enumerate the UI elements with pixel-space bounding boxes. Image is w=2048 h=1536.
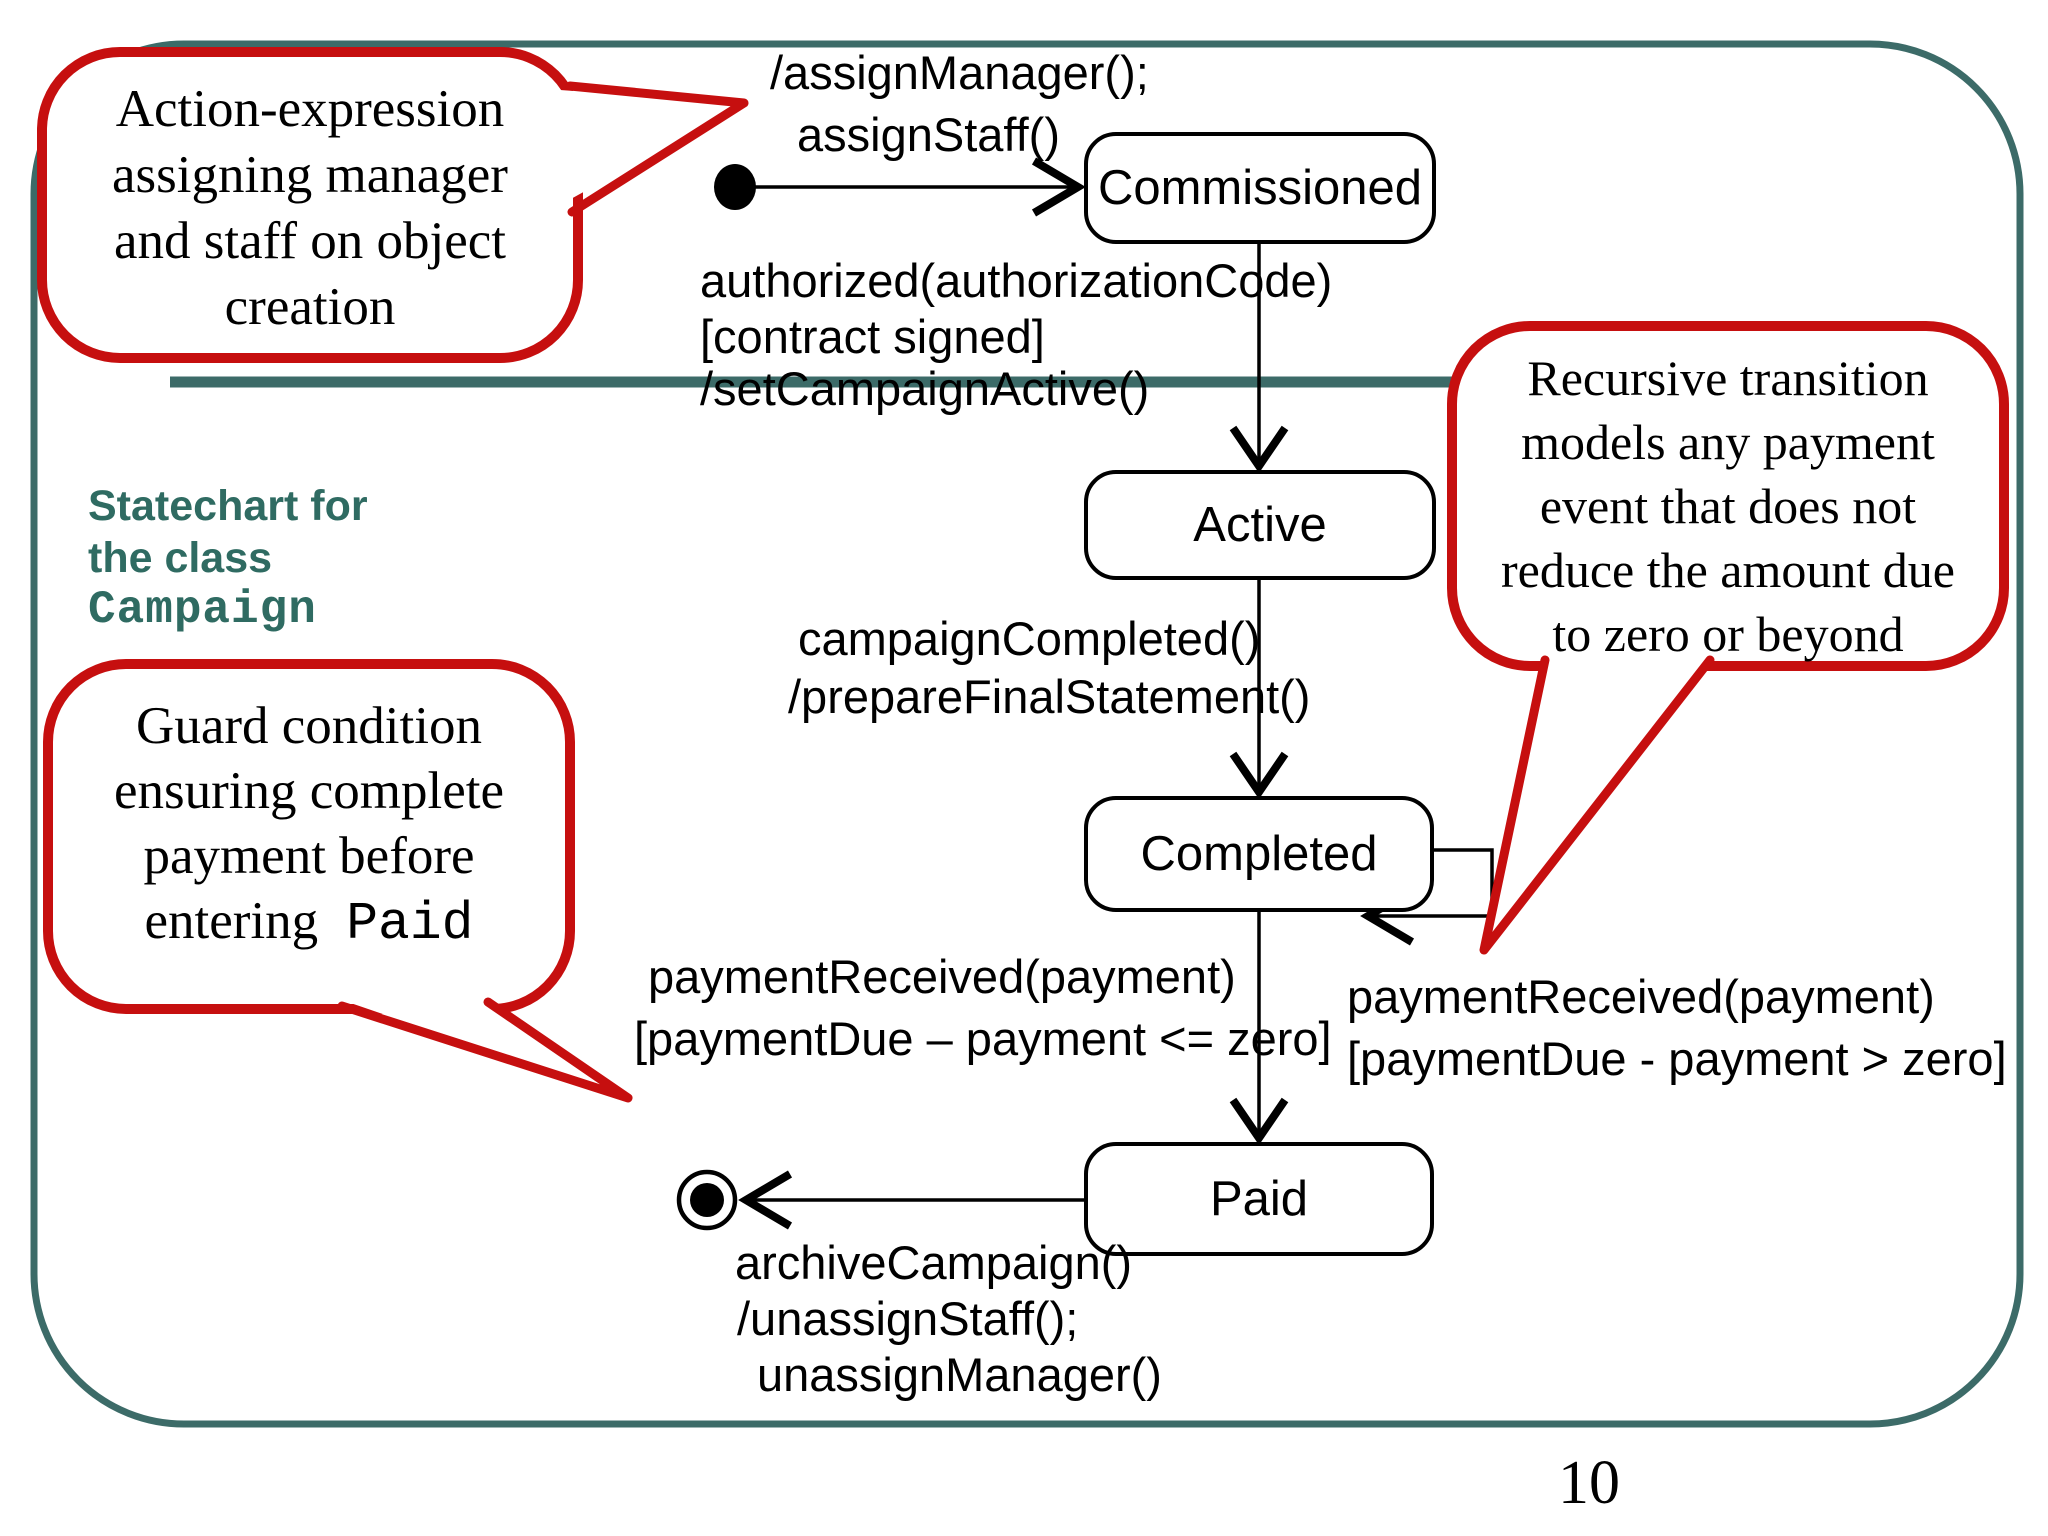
commissioned-to-active-label-line3: /setCampaignActive() [700, 362, 1150, 415]
state-active-label: Active [1193, 498, 1327, 552]
active-to-completed-label-line1: campaignCompleted() [798, 612, 1261, 665]
active-to-completed-label-line2: /prepareFinalStatement() [788, 670, 1311, 723]
callout-line: Guard condition [136, 697, 482, 755]
callout-line: Recursive transition [1527, 350, 1929, 406]
slide-heading-line1: Statechart for [88, 482, 368, 530]
callout-line: event that does not [1539, 478, 1917, 534]
callout-action-expression-tail-fill [560, 90, 744, 205]
completed-to-paid-label-line2: [paymentDue – payment <= zero] [634, 1012, 1332, 1065]
commissioned-to-active-label-line1: authorized(authorizationCode) [700, 254, 1333, 307]
arrowhead-left-icon [738, 1170, 793, 1230]
callout-line: and staff on object [114, 212, 506, 270]
callout-guard-condition-text: Guard condition ensuring complete paymen… [48, 664, 570, 957]
state-completed-box [1084, 796, 1434, 912]
slide-heading: Statechart for the class Campaign [88, 480, 368, 636]
final-state-inner-dot [690, 1183, 724, 1217]
callout-recursive-transition-text: Recursive transition models any payment … [1452, 326, 2004, 666]
callout-action-expression-tail [565, 81, 749, 217]
callout-line-prefix: entering [144, 892, 319, 950]
page-number: 10 [1558, 1449, 1620, 1517]
state-paid-box [1084, 1142, 1434, 1256]
arrowhead-right-icon [1031, 157, 1086, 217]
callout-guard-condition-tail [337, 997, 633, 1103]
arrowhead-down-icon [1229, 425, 1289, 474]
arrowhead-down-icon [1229, 751, 1289, 800]
state-commissioned-label: Commissioned [1097, 161, 1423, 215]
callout-line: assigning manager [112, 146, 508, 204]
callout-line: to zero or beyond [1552, 606, 1904, 662]
callout-line: creation [224, 278, 396, 336]
callout-line: entering Paid [48, 889, 570, 957]
callout-line: ensuring complete [113, 762, 505, 820]
callout-guard-condition-bubble [43, 659, 575, 1014]
callout-action-expression-text: Action-expression assigning manager and … [42, 52, 578, 340]
initial-transition-label-line2: assignStaff() [797, 108, 1060, 161]
slide-border [30, 40, 2024, 1428]
initial-state-dot [714, 164, 756, 210]
callout-line: models any payment [1521, 414, 1935, 470]
paid-to-final-label-line3: unassignManager() [757, 1348, 1162, 1401]
callout-line: payment before [143, 827, 475, 885]
callout-line: Action-expression [115, 80, 505, 138]
completed-self-loop-line [1370, 848, 1494, 918]
slide-heading-class-name: Campaign [88, 584, 317, 636]
callout-recursive-transition-bubble [1447, 321, 2009, 671]
state-commissioned-box [1084, 132, 1436, 244]
paid-to-final-label-line1: archiveCampaign() [735, 1236, 1133, 1289]
completed-self-label-line1: paymentReceived(payment) [1347, 970, 1935, 1023]
callout-recursive-transition-tail [1479, 655, 1715, 955]
slide-heading-line2: the class [88, 534, 273, 582]
completed-self-label-line2: [paymentDue - payment > zero] [1347, 1032, 2007, 1085]
initial-transition-label-line1: /assignManager(); [770, 46, 1149, 99]
state-active-box [1084, 470, 1436, 580]
state-completed-label: Completed [1140, 827, 1378, 881]
paid-to-final-label-line2: /unassignStaff(); [737, 1292, 1079, 1345]
commissioned-to-active-label-line2: [contract signed] [700, 310, 1045, 363]
arrowhead-down-icon [1229, 1097, 1289, 1146]
state-paid-label: Paid [1209, 1172, 1309, 1226]
callout-line: reduce the amount due [1501, 542, 1955, 598]
callout-line-code: Paid [346, 894, 474, 954]
completed-to-paid-label-line1: paymentReceived(payment) [648, 950, 1236, 1003]
